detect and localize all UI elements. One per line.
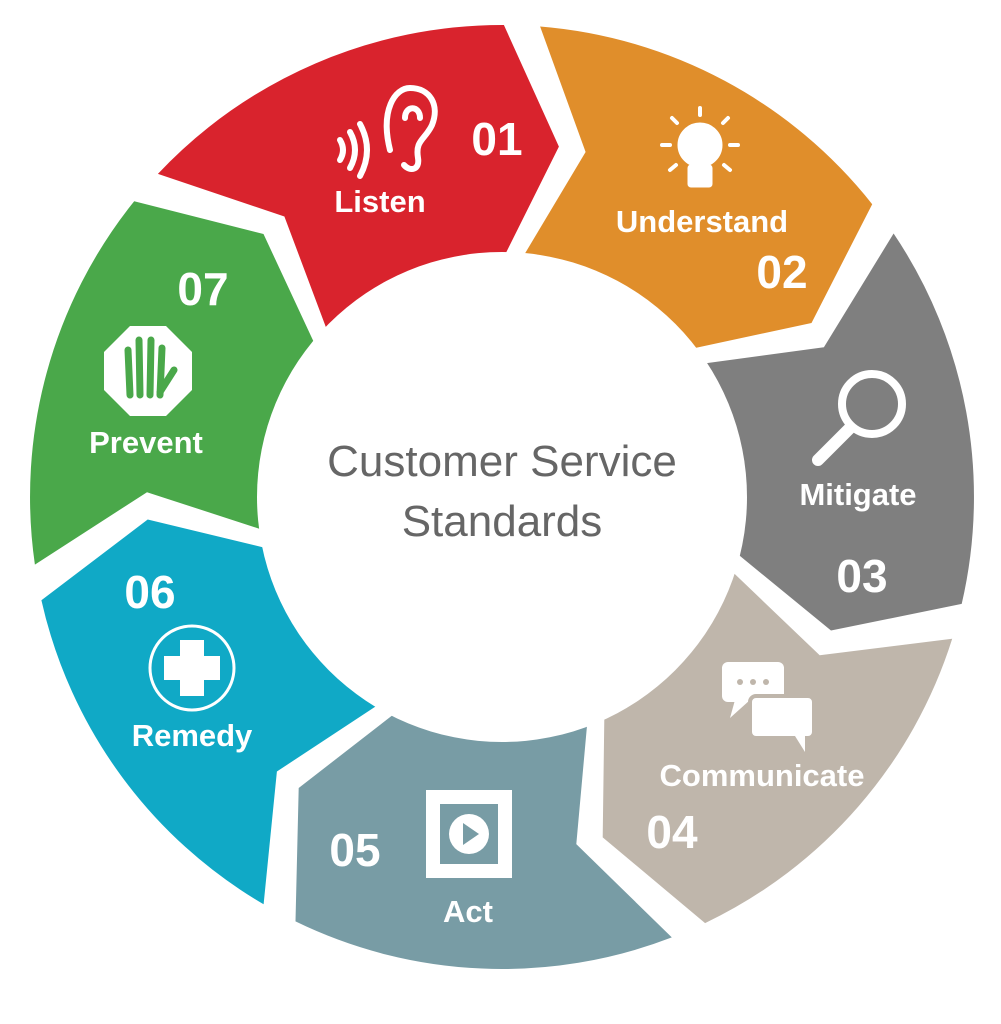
step-label: Remedy: [132, 718, 253, 753]
step-label: Act: [443, 894, 493, 929]
segment-remedy: [41, 519, 382, 905]
step-label: Communicate: [660, 758, 865, 793]
step-label: Mitigate: [799, 477, 916, 512]
step-number: 05: [329, 824, 380, 876]
segment-understand: [521, 26, 873, 350]
step-label: Understand: [616, 204, 788, 239]
center-title-line2: Standards: [402, 497, 603, 546]
chat-bubbles-icon: [722, 662, 816, 752]
step-understand: Understand 02: [616, 106, 808, 298]
step-mitigate: Mitigate 03: [799, 370, 917, 602]
step-listen: 01 Listen: [334, 84, 523, 219]
magnifier-icon: [812, 370, 906, 466]
medical-cross-icon: [148, 624, 236, 712]
segment-communicate: [602, 568, 953, 924]
step-prevent: 07 Prevent: [89, 263, 228, 460]
segment-mitigate: [699, 233, 974, 631]
step-number: 04: [646, 806, 698, 858]
step-number: 01: [471, 113, 522, 165]
step-number: 06: [124, 566, 175, 618]
ear-icon: [337, 84, 438, 179]
step-label: Prevent: [89, 425, 203, 460]
stop-hand-icon: [104, 326, 192, 416]
step-communicate: Communicate 04: [646, 662, 864, 858]
step-number: 03: [836, 550, 887, 602]
center-title-line1: Customer Service: [327, 437, 677, 486]
center-circle: [257, 252, 747, 742]
video-play-icon: [426, 790, 512, 878]
lightbulb-icon: [660, 106, 740, 188]
step-number: 02: [756, 246, 807, 298]
step-act: 05 Act: [329, 790, 512, 929]
step-label: Listen: [334, 184, 425, 219]
step-remedy: 06 Remedy: [124, 566, 253, 753]
step-number: 07: [177, 263, 228, 315]
